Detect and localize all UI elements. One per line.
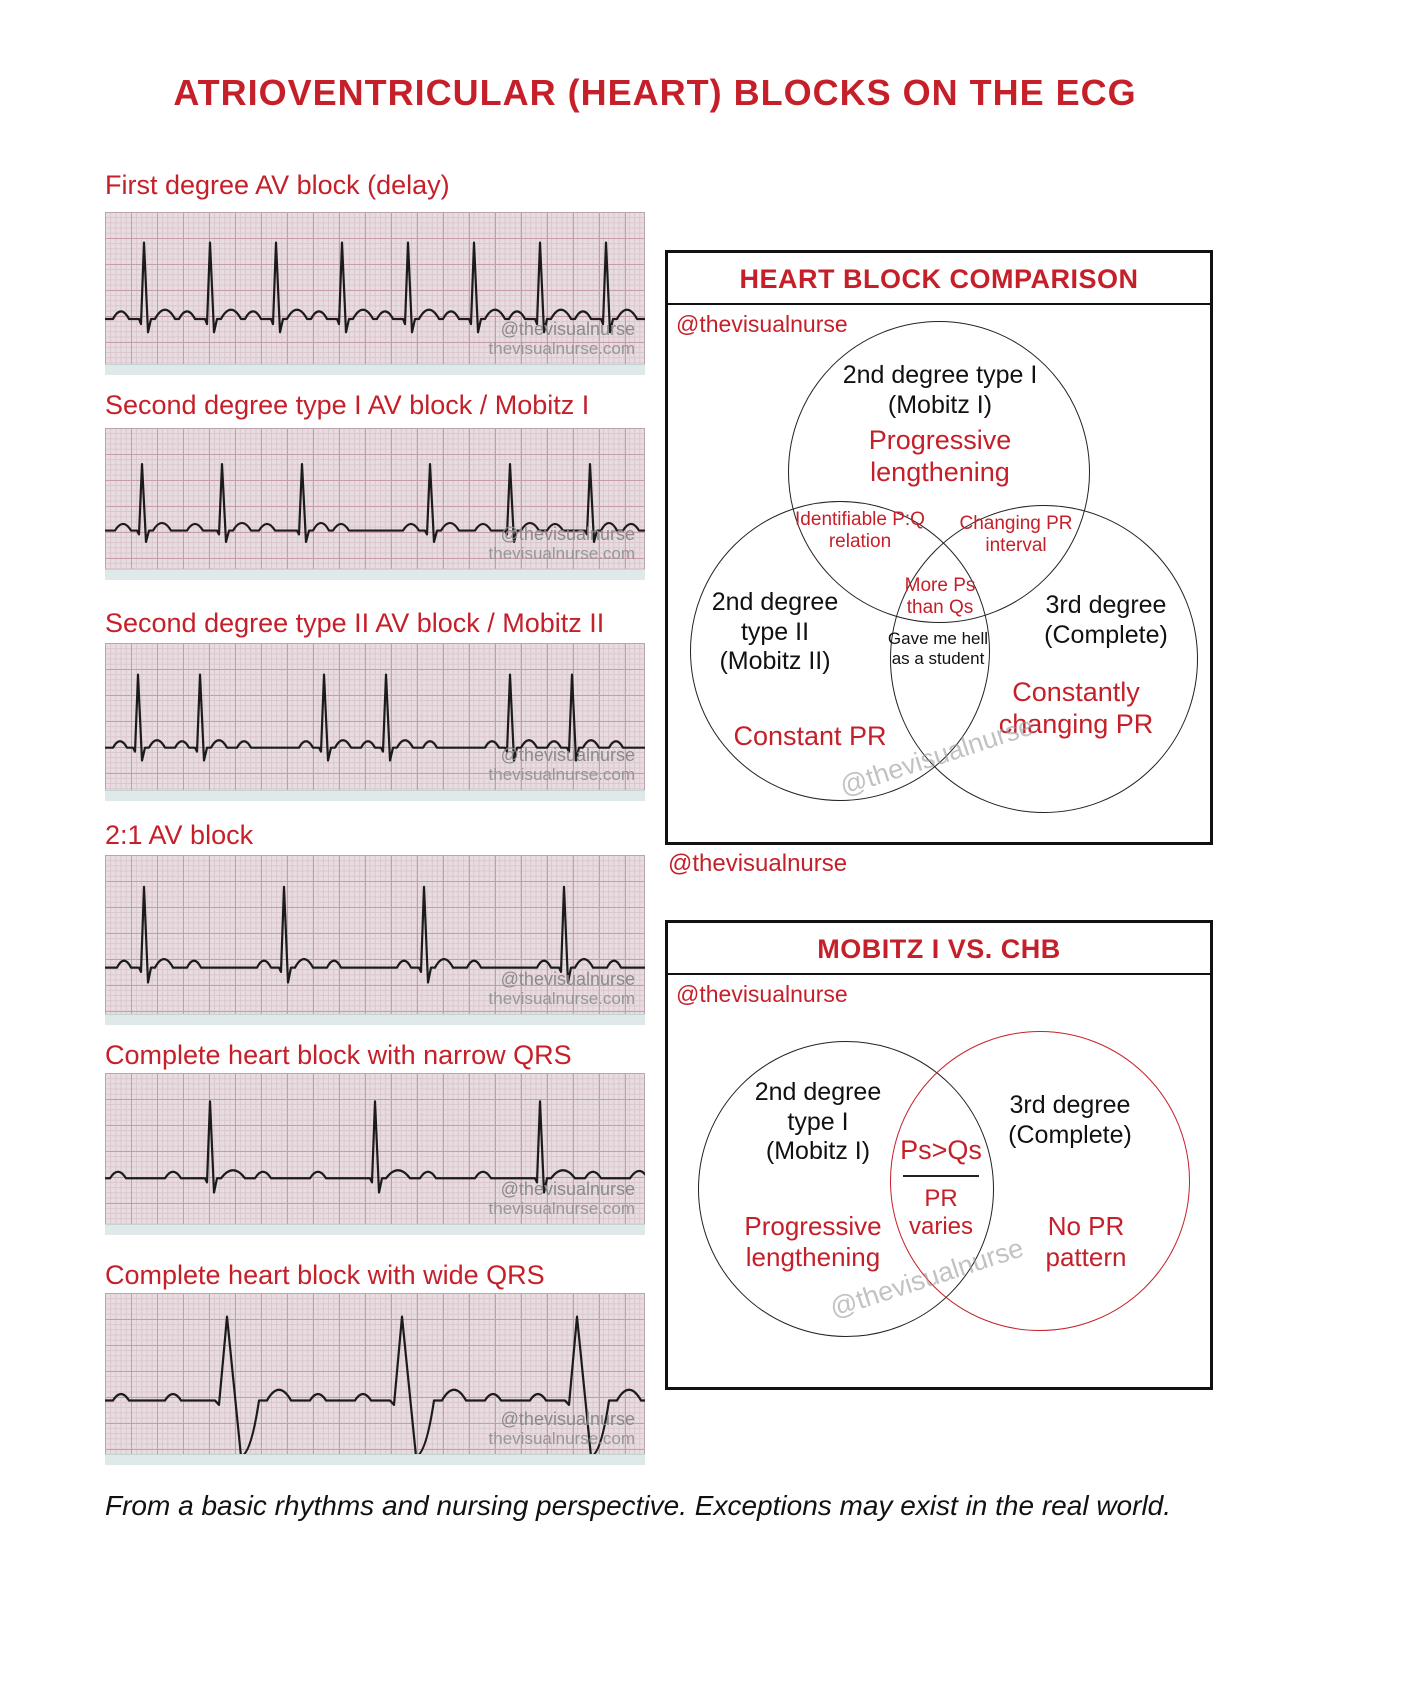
ecg-trace [105,1100,645,1194]
mobitz-chb-handle: @thevisualnurse [676,981,848,1007]
watermark-site: thevisualnurse.com [488,765,635,785]
venn-overlap-changing-pr: Changing PR interval [959,513,1073,557]
venn-label-mobitz1-vs: 2nd degree type I (Mobitz I) [754,1078,882,1165]
venn-feature-chb: No PR pattern [1045,1211,1127,1272]
watermark-handle: @thevisualnurse [500,1178,635,1199]
watermark-handle: @thevisualnurse [500,1408,635,1429]
ecg-strip-mobitz-2: @thevisualnurse thevisualnurse.com [105,643,645,801]
venn-overlap-more-ps: More Ps than Qs [904,575,976,619]
page-title: ATRIOVENTRICULAR (HEART) BLOCKS ON THE E… [173,72,1137,113]
mobitz-chb-title: MOBITZ I VS. CHB [668,923,1210,975]
comparison-title: HEART BLOCK COMPARISON [668,253,1210,305]
watermark-handle: @thevisualnurse [500,318,635,339]
ecg-trace [105,463,645,544]
paper-edge [105,790,645,801]
strip-watermark: @thevisualnurse thevisualnurse.com [489,969,635,1009]
paper-edge [105,1224,645,1235]
strip-watermark: @thevisualnurse thevisualnurse.com [489,1409,635,1449]
watermark-site: thevisualnurse.com [488,544,635,564]
venn-circle-chb [890,1031,1190,1331]
venn-circle-third-degree [890,505,1198,813]
venn-feature-mobitz2: Constant PR [733,721,887,751]
watermark-site: thevisualnurse.com [488,1429,635,1449]
ecg-strip-chb-wide: @thevisualnurse thevisualnurse.com [105,1293,645,1465]
watermark-handle: @thevisualnurse [500,523,635,544]
paper-edge [105,1454,645,1465]
overlap-divider-line [903,1175,979,1177]
strip-label-2to1: 2:1 AV block [105,820,254,850]
strip-watermark: @thevisualnurse thevisualnurse.com [489,745,635,785]
paper-edge [105,1014,645,1025]
venn-center-note: Gave me hell as a student [887,629,989,669]
paper-edge [105,364,645,375]
venn-feature-third-degree: Constantly changing PR [998,677,1154,739]
strip-label-chb-narrow: Complete heart block with narrow QRS [105,1040,572,1070]
mobitz-vs-chb-panel: MOBITZ I VS. CHB @thevisualnurse 2nd deg… [665,920,1213,1390]
watermark-handle: @thevisualnurse [500,744,635,765]
venn-label-chb: 3rd degree (Complete) [1008,1091,1132,1149]
ecg-trace [105,1315,645,1458]
ecg-strip-first-degree: @thevisualnurse thevisualnurse.com [105,212,645,375]
watermark-site: thevisualnurse.com [488,339,635,359]
venn-feature-mobitz1: Progressive lengthening [868,425,1012,487]
footer-disclaimer: From a basic rhythms and nursing perspec… [105,1490,1172,1521]
venn-overlap-ps-gt-qs: Ps>Qs [900,1135,982,1165]
comparison-handle: @thevisualnurse [676,311,848,337]
paper-edge [105,569,645,580]
watermark-site: thevisualnurse.com [488,989,635,1009]
venn-label-mobitz1: 2nd degree type I (Mobitz I) [842,361,1038,419]
venn-overlap-pr-varies: PR varies [908,1185,974,1241]
ecg-strip-chb-narrow: @thevisualnurse thevisualnurse.com [105,1073,645,1235]
between-panels-handle: @thevisualnurse [668,850,848,877]
strip-label-mobitz-1: Second degree type I AV block / Mobitz I [105,390,590,420]
heart-block-comparison-panel: HEART BLOCK COMPARISON @thevisualnurse 2… [665,250,1213,845]
venn-label-mobitz2: 2nd degree type II (Mobitz II) [711,588,839,675]
venn-feature-mobitz1-vs: Progressive lengthening [744,1211,882,1272]
venn-overlap-identifiable-pq: Identifiable P:Q relation [795,509,925,553]
strip-label-first-degree: First degree AV block (delay) [105,170,450,200]
ecg-trace [105,241,645,334]
ecg-strip-mobitz-1: @thevisualnurse thevisualnurse.com [105,428,645,580]
strip-label-chb-wide: Complete heart block with wide QRS [105,1260,545,1290]
ecg-trace [105,673,645,762]
strip-label-mobitz-2: Second degree type II AV block / Mobitz … [105,608,605,638]
venn-label-third-degree: 3rd degree (Complete) [1044,591,1168,649]
strip-watermark: @thevisualnurse thevisualnurse.com [489,1179,635,1219]
strip-watermark: @thevisualnurse thevisualnurse.com [489,319,635,359]
watermark-site: thevisualnurse.com [488,1199,635,1219]
watermark-handle: @thevisualnurse [500,968,635,989]
ecg-trace [105,885,645,984]
ecg-strip-2to1: @thevisualnurse thevisualnurse.com [105,855,645,1025]
strip-watermark: @thevisualnurse thevisualnurse.com [489,524,635,564]
